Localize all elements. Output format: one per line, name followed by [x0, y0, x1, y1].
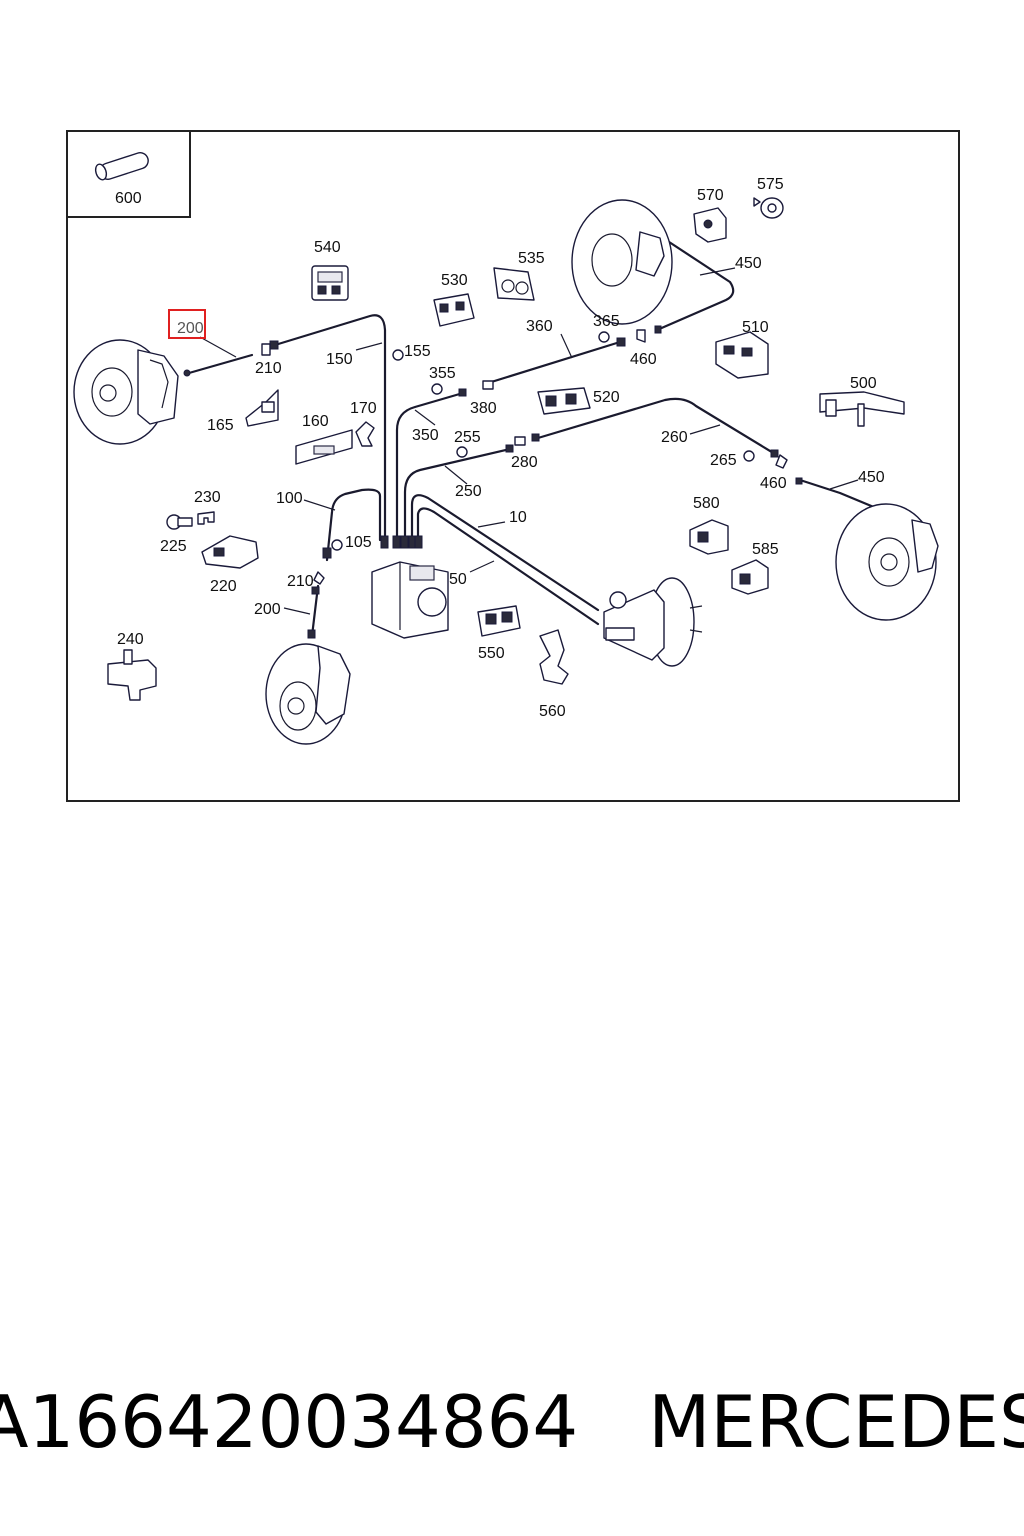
- label-250: 250: [455, 483, 482, 500]
- label-155: 155: [404, 343, 431, 360]
- label-585: 585: [752, 541, 779, 558]
- part-number: A166420034864: [0, 1380, 579, 1464]
- front-right-disc: [265, 643, 351, 745]
- part-560: [539, 629, 569, 685]
- highlight-box: [168, 309, 206, 339]
- label-540: 540: [314, 239, 341, 256]
- label-500: 500: [850, 375, 877, 392]
- label-360: 360: [526, 318, 553, 335]
- sleeve-600: [94, 152, 149, 181]
- label-255: 255: [454, 429, 481, 446]
- label-460: 460: [630, 351, 657, 368]
- part-225-230: [166, 511, 215, 530]
- label-350: 350: [412, 427, 439, 444]
- label-210-lower: 210: [287, 573, 314, 590]
- brand-name: MERCEDES: [648, 1380, 1024, 1464]
- part-165: [245, 389, 279, 427]
- label-100: 100: [276, 490, 303, 507]
- label-460-lower: 460: [760, 475, 787, 492]
- label-575: 575: [757, 176, 784, 193]
- part-160: [295, 429, 353, 465]
- label-450: 450: [735, 255, 762, 272]
- small-connectors: [261, 329, 788, 585]
- label-200-lower: 200: [254, 601, 281, 618]
- label-105: 105: [345, 534, 372, 551]
- part-220: [201, 535, 259, 569]
- label-365: 365: [593, 313, 620, 330]
- callout-leaders: [199, 267, 859, 615]
- part-520: [537, 387, 591, 415]
- label-355: 355: [429, 365, 456, 382]
- front-left-disc: [73, 339, 179, 445]
- part-240: [107, 649, 157, 701]
- label-280: 280: [511, 454, 538, 471]
- label-580: 580: [693, 495, 720, 512]
- part-510: [715, 331, 769, 379]
- part-580: [689, 519, 729, 555]
- label-165: 165: [207, 417, 234, 434]
- part-550: [477, 605, 521, 637]
- label-260: 260: [661, 429, 688, 446]
- label-530: 530: [441, 272, 468, 289]
- part-170: [355, 421, 375, 447]
- abs-unit: [371, 561, 449, 639]
- label-550: 550: [478, 645, 505, 662]
- part-500: [819, 391, 905, 427]
- rear-upper-disc: [571, 199, 673, 325]
- label-570: 570: [697, 187, 724, 204]
- part-575: [753, 197, 784, 219]
- part-535: [493, 267, 535, 301]
- brake-booster: [603, 577, 703, 667]
- label-520: 520: [593, 389, 620, 406]
- label-230: 230: [194, 489, 221, 506]
- rear-lower-disc: [835, 503, 939, 621]
- part-585: [731, 559, 769, 595]
- label-210: 210: [255, 360, 282, 377]
- label-380: 380: [470, 400, 497, 417]
- label-200-highlighted: 200: [177, 320, 204, 337]
- label-510: 510: [742, 319, 769, 336]
- label-240: 240: [117, 631, 144, 648]
- inset-frame: [67, 131, 191, 218]
- label-220: 220: [210, 578, 237, 595]
- label-160: 160: [302, 413, 329, 430]
- line-fittings: [183, 325, 918, 639]
- label-50: 50: [449, 571, 467, 588]
- label-450-lower: 450: [858, 469, 885, 486]
- label-560: 560: [539, 703, 566, 720]
- label-600: 600: [115, 190, 142, 207]
- label-225: 225: [160, 538, 187, 555]
- label-535: 535: [518, 250, 545, 267]
- part-540: [311, 265, 349, 301]
- label-10: 10: [509, 509, 527, 526]
- label-150: 150: [326, 351, 353, 368]
- part-530: [433, 293, 475, 327]
- label-265: 265: [710, 452, 737, 469]
- label-170: 170: [350, 400, 377, 417]
- part-570: [693, 207, 727, 243]
- diagram-frame: [66, 130, 960, 802]
- product-caption: A166420034864 MERCEDES: [0, 1372, 1024, 1472]
- part-labels: 600 540 530 535 570 575 450 200 210 150 …: [115, 176, 885, 720]
